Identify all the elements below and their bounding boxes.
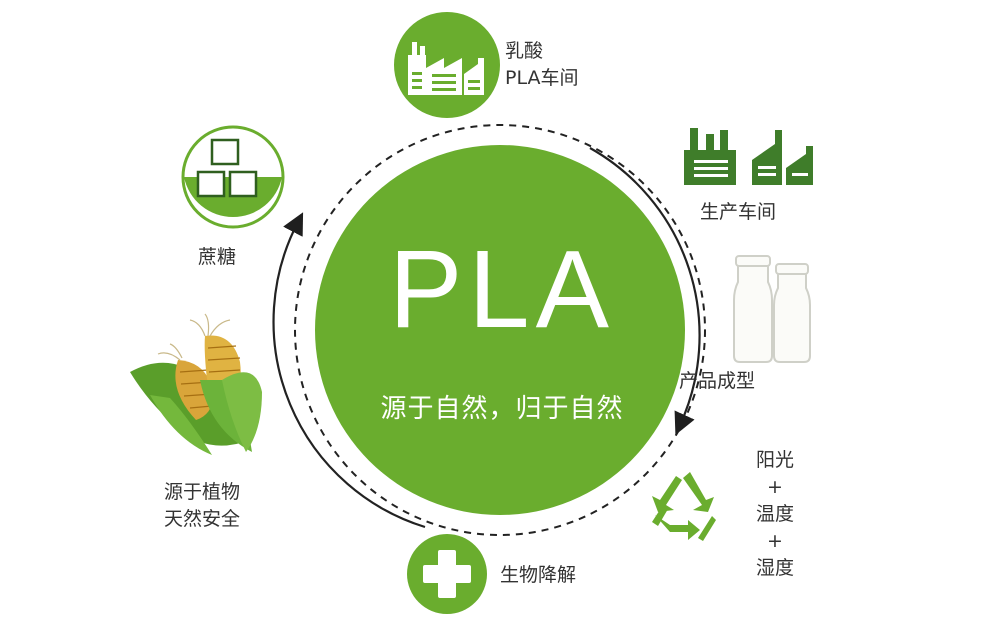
plus-cross-icon <box>423 550 471 598</box>
center-subtitle: 源于自然，归于自然 <box>380 394 624 424</box>
sucrose-label: 蔗糖 <box>198 246 237 268</box>
lactic-label-line2: PLA车间 <box>505 67 579 89</box>
bottles-icon <box>733 255 811 363</box>
arrow-arc-top-right <box>589 147 701 436</box>
product-label: 产品成型 <box>679 370 756 392</box>
lactic-label: 乳酸 PLA车间 <box>505 38 578 92</box>
dashed-ring <box>294 124 706 536</box>
sugar-cubes-icon <box>196 138 258 198</box>
conditions-humidity: 湿度 <box>755 557 794 579</box>
conditions-plus-1: + <box>767 476 783 498</box>
plant-label-line1: 源于植物 <box>164 481 241 503</box>
plant-label: 源于植物 天然安全 <box>164 479 240 533</box>
factory-icon <box>684 128 813 185</box>
corn-icon <box>130 313 262 455</box>
center-circle <box>315 145 685 515</box>
center-title: PLA <box>389 228 615 351</box>
biodegrade-label: 生物降解 <box>500 564 577 586</box>
conditions-plus-2: + <box>767 530 783 552</box>
lactic-factory-node <box>394 12 500 118</box>
plant-label-line2: 天然安全 <box>164 508 241 530</box>
conditions-label: 阳光 + 温度 + 湿度 <box>745 447 805 582</box>
sucrose-node <box>181 125 285 229</box>
recycle-icon <box>652 472 716 541</box>
conditions-sunlight: 阳光 <box>755 449 794 471</box>
lactic-label-line1: 乳酸 <box>505 40 544 62</box>
arrow-arc-bottom-left <box>272 212 426 529</box>
production-label: 生产车间 <box>700 201 777 223</box>
biodegrade-node <box>407 534 487 614</box>
conditions-temperature: 温度 <box>755 503 794 525</box>
